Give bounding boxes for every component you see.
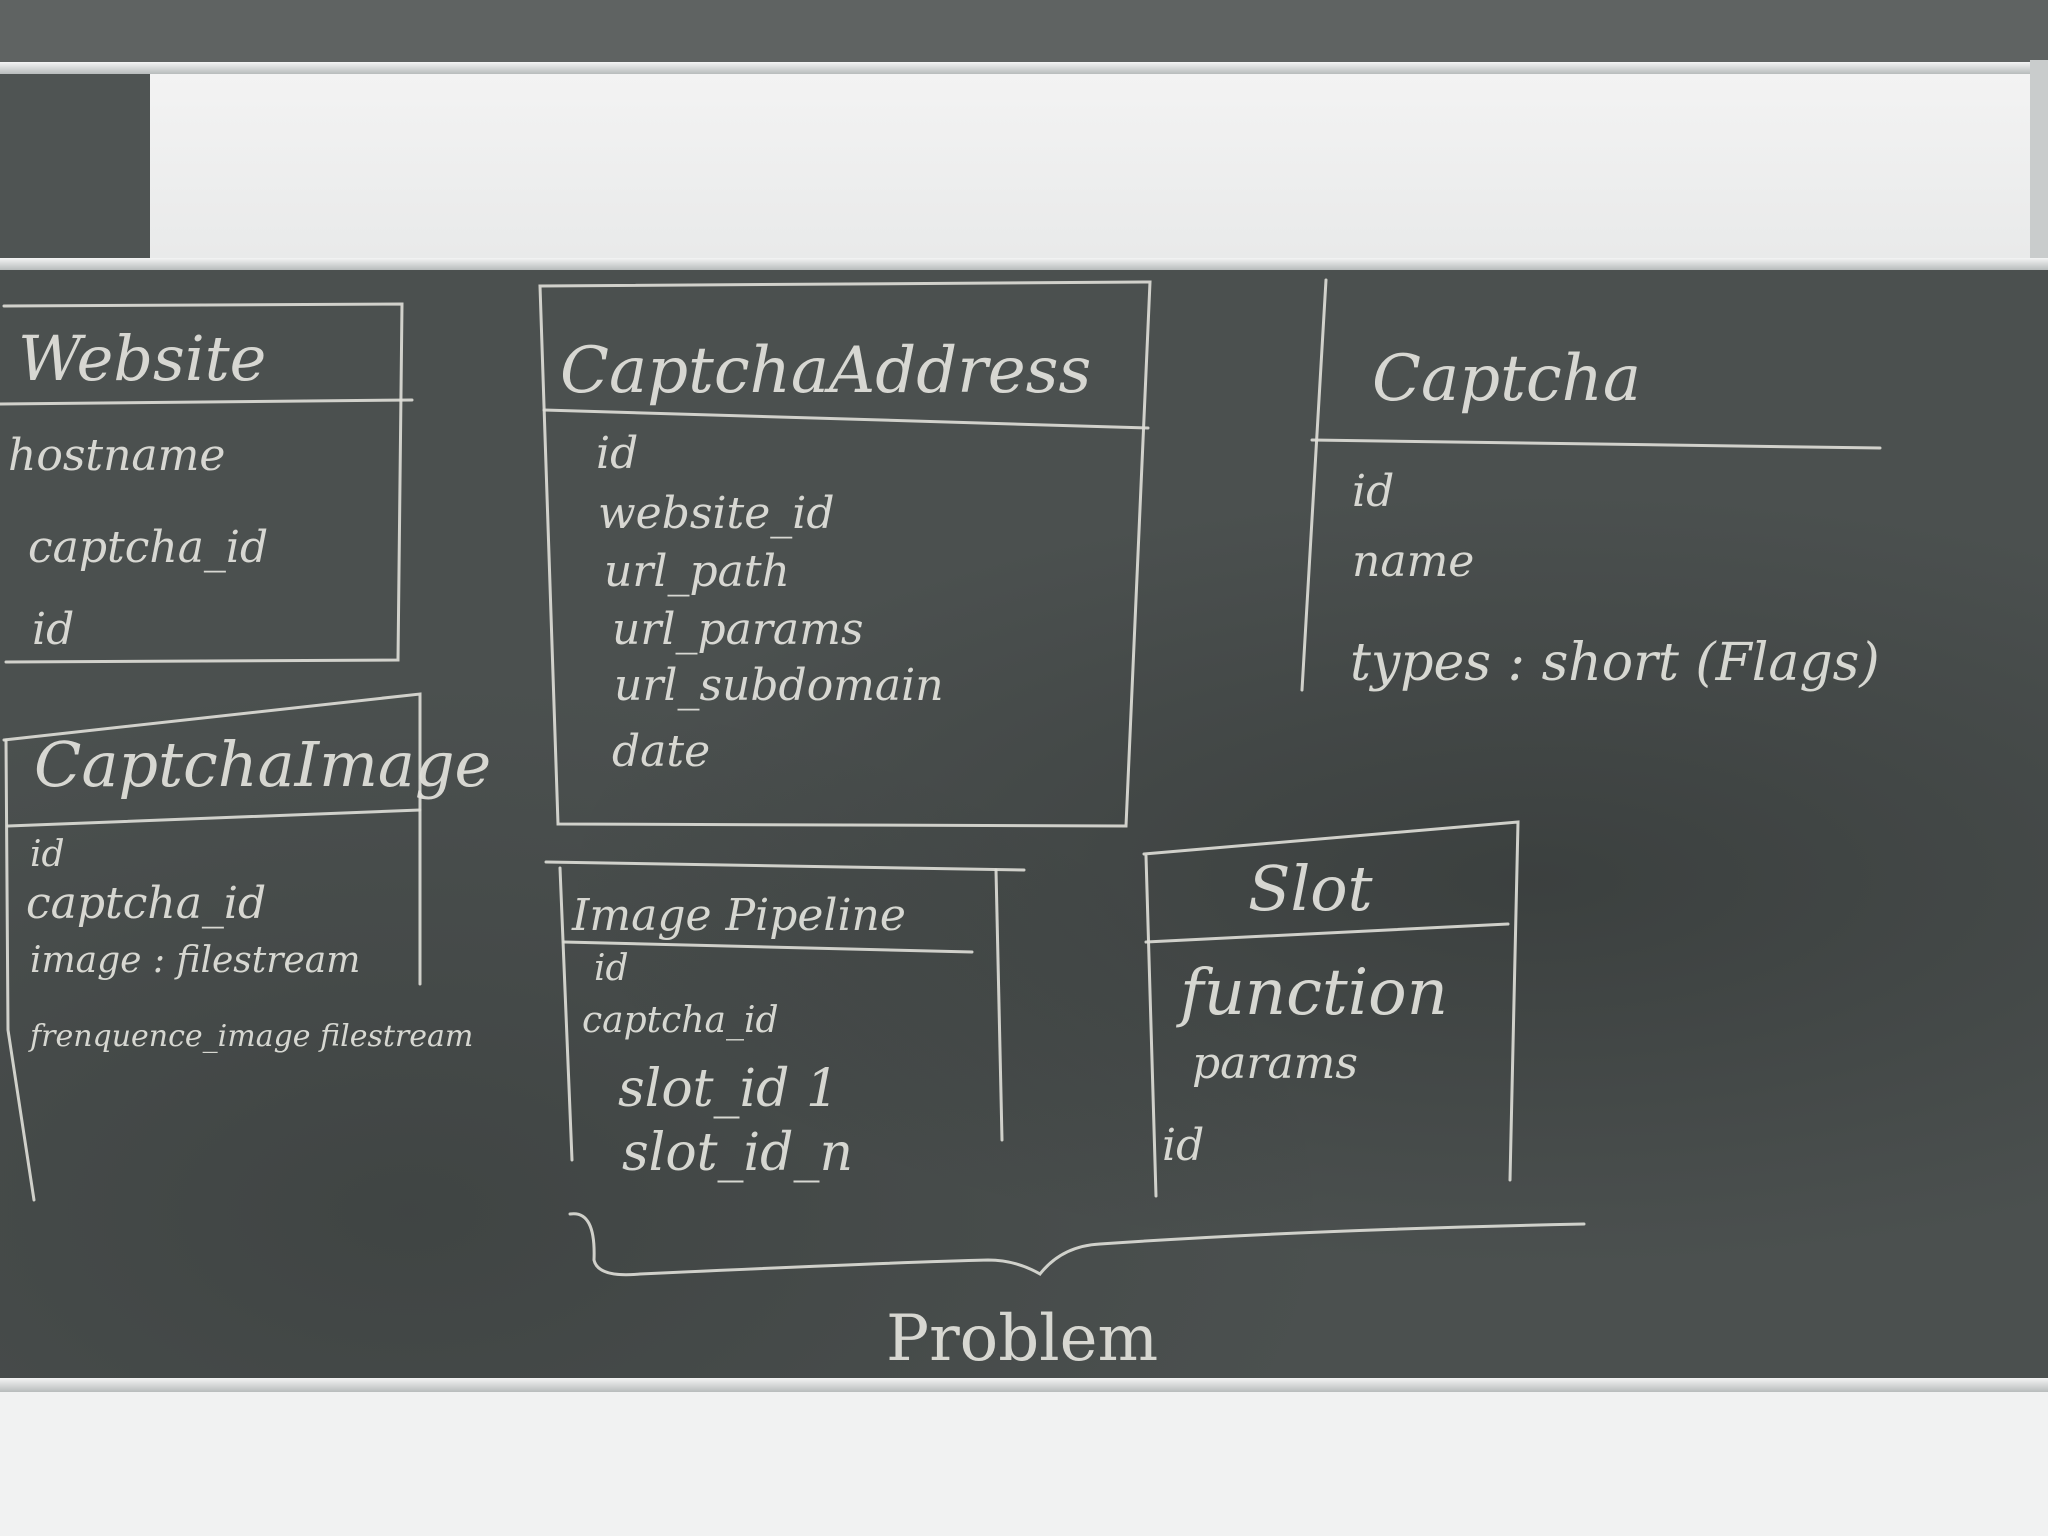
dark-wall-segment (0, 74, 150, 258)
slot-attr-function: function (1176, 956, 1448, 1030)
image-pipeline-title: Image Pipeline (571, 890, 906, 941)
website-box (2, 302, 404, 664)
image-pipeline-entity: Image Pipeline id captcha_id slot_id 1 s… (544, 860, 1026, 1183)
captcha-address-entity: CaptchaAddress id website_id url_path ur… (538, 280, 1152, 828)
captcha-address-title: CaptchaAddress (560, 334, 1091, 408)
captcha-image-entity: CaptchaImage id captcha_id image : files… (2, 692, 491, 1202)
captcha-image-title: CaptchaImage (34, 728, 491, 801)
board-top-frame (0, 258, 2048, 270)
captcha-image-attr-image: image : filestream (30, 940, 360, 981)
captcha-image-attr-id: id (30, 834, 65, 875)
website-title: Website (18, 322, 266, 395)
problem-brace-group: Problem (568, 1212, 1586, 1376)
image-pipeline-attr-slot-id-n: slot_id_n (622, 1123, 853, 1183)
captcha-entity: Captcha id name types : short (Flags) (1300, 278, 1882, 693)
chalk-diagram: Website hostname captcha_id id CaptchaAd… (0, 278, 1882, 1376)
website-attr-id: id (32, 604, 74, 655)
captcha-address-attr-id: id (596, 428, 638, 479)
captcha-image-box-left (4, 738, 36, 1202)
problem-label: Problem (886, 1302, 1158, 1376)
captcha-image-box-top (2, 692, 422, 986)
slot-attr-id: id (1162, 1120, 1204, 1171)
wall-background (150, 74, 2030, 258)
slot-box-left (1144, 854, 1158, 1198)
website-entity: Website hostname captcha_id id (0, 302, 414, 664)
captcha-address-attr-url-path: url_path (604, 546, 790, 597)
slot-divider (1144, 922, 1510, 944)
wall-below-board (0, 1392, 2048, 1536)
slot-title: Slot (1248, 852, 1373, 925)
captcha-image-attr-captcha-id: captcha_id (26, 878, 266, 929)
captcha-address-attr-date: date (612, 726, 710, 777)
website-attr-hostname: hostname (8, 430, 225, 481)
problem-brace (568, 1212, 1586, 1277)
captcha-attr-id: id (1352, 466, 1394, 517)
image-pipeline-divider (562, 940, 974, 954)
captcha-address-divider (542, 408, 1150, 430)
upper-chalk-rail (0, 62, 2048, 74)
captcha-attr-types: types : short (Flags) (1350, 633, 1880, 693)
website-divider (0, 398, 414, 406)
image-pipeline-right-edge (994, 868, 1004, 1142)
captcha-divider (1310, 438, 1882, 450)
upper-chalkboard-edge (0, 0, 2048, 66)
image-pipeline-top-edge (544, 860, 1026, 872)
captcha-address-attr-url-subdomain: url_subdomain (614, 660, 944, 711)
captcha-address-box (538, 280, 1152, 828)
captcha-address-attr-url-params: url_params (612, 604, 863, 655)
image-pipeline-attr-slot-id-1: slot_id 1 (618, 1059, 839, 1119)
chalkboard: Website hostname captcha_id id CaptchaAd… (0, 270, 2048, 1378)
captcha-attr-name: name (1352, 536, 1474, 587)
website-attr-captcha-id: captcha_id (28, 522, 268, 573)
slot-attr-params: params (1192, 1038, 1358, 1089)
captcha-address-attr-website-id: website_id (598, 488, 834, 539)
image-pipeline-left-edge (558, 866, 574, 1162)
wall-edge (2030, 60, 2048, 260)
chalk-tray (0, 1378, 2048, 1392)
slot-entity: Slot function params id (1142, 820, 1520, 1198)
image-pipeline-attr-id: id (594, 948, 629, 989)
captcha-image-attr-frequence: frenquence_image filestream (28, 1019, 473, 1054)
captcha-title: Captcha (1372, 342, 1641, 416)
captcha-image-divider (6, 808, 422, 828)
captcha-left-edge (1300, 278, 1328, 692)
image-pipeline-attr-captcha-id: captcha_id (582, 1000, 779, 1041)
slot-box-top-right (1142, 820, 1520, 1182)
